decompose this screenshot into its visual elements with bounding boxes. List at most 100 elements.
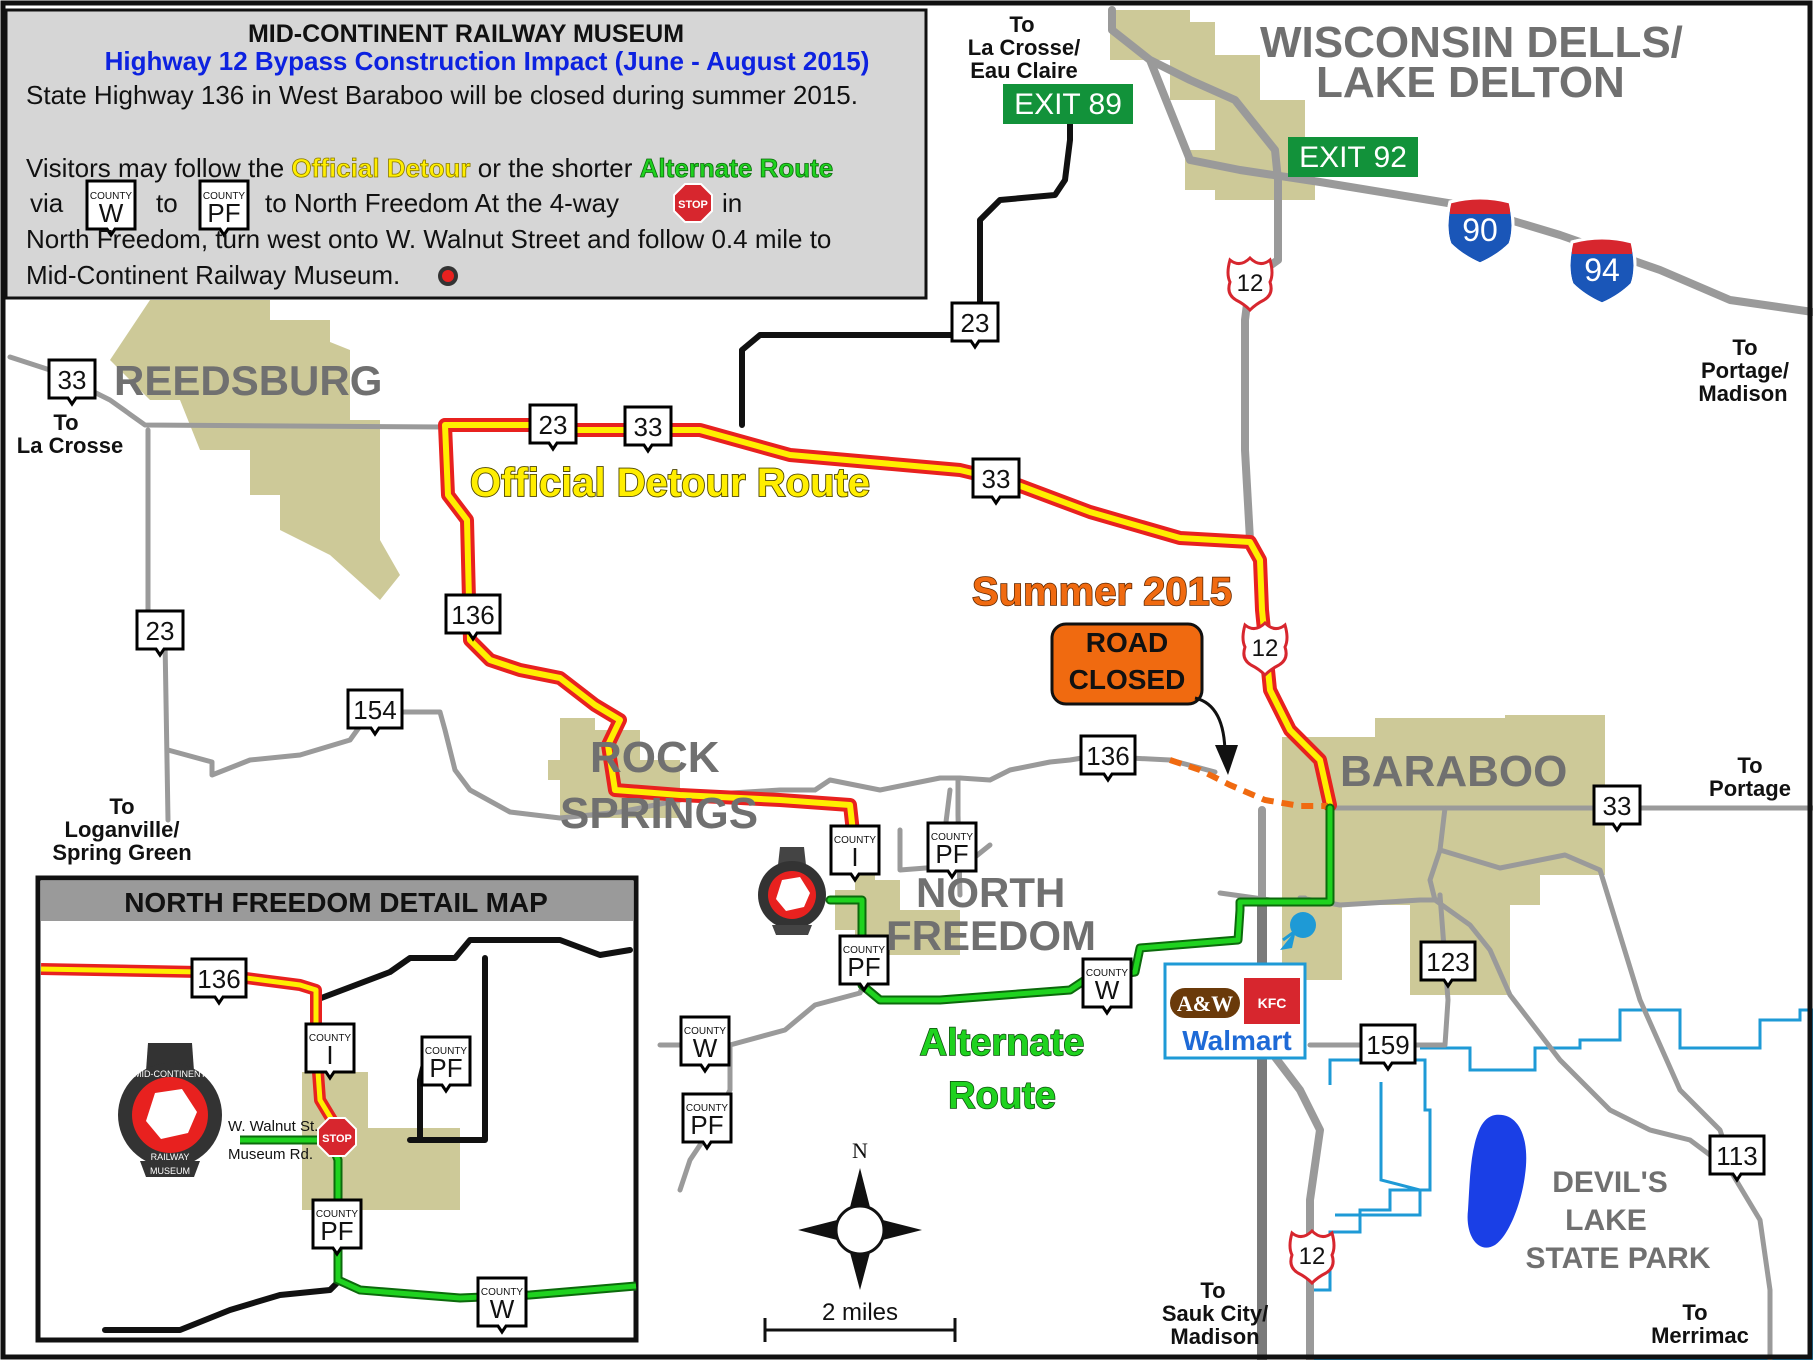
dir-sauk-2: Sauk City/ bbox=[1162, 1301, 1268, 1326]
county-i-inset: I bbox=[326, 1040, 333, 1070]
county-label-w-inset: COUNTY bbox=[481, 1287, 524, 1298]
road-closed-box bbox=[1050, 622, 1204, 706]
label-devils-3: STATE PARK bbox=[1526, 1242, 1711, 1275]
summer-2015-label: Summer 2015 bbox=[972, 570, 1232, 614]
wisconsin-dells-area bbox=[1110, 10, 1315, 200]
dir-portage-2: Portage bbox=[1709, 776, 1791, 801]
s136-label-west: 136 bbox=[1086, 741, 1129, 771]
info-via: via bbox=[30, 188, 64, 218]
dir-to-lacrosse-1: To bbox=[53, 410, 78, 435]
info-box-panel bbox=[4, 8, 928, 300]
info-in: in bbox=[722, 188, 742, 218]
dir-loganville-3: Spring Green bbox=[52, 840, 191, 865]
info-official-detour: Official Detour bbox=[291, 153, 470, 183]
road-closed-arrowhead bbox=[1215, 745, 1238, 775]
county-i: I bbox=[851, 842, 858, 872]
scale-label: 2 miles bbox=[822, 1299, 898, 1326]
info-line-5: Mid-Continent Railway Museum. bbox=[26, 260, 400, 290]
dir-sauk-3: Madison bbox=[1170, 1324, 1259, 1349]
info-to: to bbox=[156, 188, 178, 218]
county-label-pf-inset-s: COUNTY bbox=[316, 1209, 359, 1220]
county-label-i-inset: COUNTY bbox=[309, 1033, 352, 1044]
label-baraboo: BARABOO bbox=[1340, 747, 1567, 796]
s33-label-east: 33 bbox=[982, 464, 1011, 494]
s159-label: 159 bbox=[1366, 1030, 1409, 1060]
label-springs: SPRINGS bbox=[560, 789, 758, 838]
info-alternate-route: Alternate Route bbox=[640, 153, 834, 183]
label-devils-2: LAKE bbox=[1565, 1204, 1647, 1237]
s33-label-baraboo: 33 bbox=[1603, 791, 1632, 821]
i94-label: 94 bbox=[1584, 252, 1620, 288]
info-line-2-b: or the shorter bbox=[471, 153, 640, 183]
kfc-logo-block bbox=[1244, 978, 1300, 1024]
kfc-logo-text: KFC bbox=[1258, 995, 1287, 1011]
county-label-w-alt: COUNTY bbox=[1086, 968, 1129, 979]
info-line-4: North Freedom, turn west onto W. Walnut … bbox=[26, 224, 831, 254]
closed-label: CLOSED bbox=[1069, 664, 1186, 695]
aw-logo-oval bbox=[1170, 988, 1240, 1018]
label-freedom: FREEDOM bbox=[886, 912, 1096, 959]
info-stop-label: STOP bbox=[678, 199, 708, 211]
us12-label-mid: 12 bbox=[1252, 635, 1279, 662]
state-park-boundary-inner bbox=[1335, 1082, 1422, 1217]
exit-89-sign bbox=[1003, 84, 1133, 124]
s136-label-inset: 136 bbox=[197, 964, 240, 994]
s33-label-west: 33 bbox=[58, 365, 87, 395]
museum-logo-main bbox=[758, 847, 826, 935]
road-label: ROAD bbox=[1086, 627, 1168, 658]
i90-label: 90 bbox=[1462, 212, 1498, 248]
dir-sauk-1: To bbox=[1200, 1278, 1225, 1303]
info-line-1: State Highway 136 in West Baraboo will b… bbox=[26, 80, 858, 110]
info-to-north-freedom: to North Freedom At the 4-way bbox=[265, 188, 619, 218]
dir-portage-1: To bbox=[1737, 753, 1762, 778]
dir-portage-madison-2: Portage/ bbox=[1701, 358, 1789, 383]
s23-label-detour: 23 bbox=[539, 410, 568, 440]
dir-portage-madison-3: Madison bbox=[1698, 381, 1787, 406]
info-title: MID-CONTINENT RAILWAY MUSEUM bbox=[248, 20, 684, 48]
inset-stop-label: STOP bbox=[322, 1133, 352, 1145]
county-pf-alt: PF bbox=[847, 952, 880, 982]
s123-label: 123 bbox=[1426, 947, 1469, 977]
dir-lacrosse-eau-1: To bbox=[1009, 12, 1034, 37]
county-label-info-pf: COUNTY bbox=[203, 191, 246, 202]
reedsburg-area bbox=[110, 300, 400, 600]
museum-logo-base: MUSEUM bbox=[150, 1166, 190, 1176]
dir-merrimac-1: To bbox=[1682, 1300, 1707, 1325]
county-pf-nf: PF bbox=[935, 839, 968, 869]
closed-road-segment bbox=[1169, 757, 1328, 809]
county-label-pf-nf: COUNTY bbox=[931, 832, 974, 843]
us12-label-north: 12 bbox=[1237, 270, 1264, 297]
label-wisconsin-dells-2: LAKE DELTON bbox=[1316, 58, 1625, 107]
alternate-label-1: Alternate bbox=[920, 1022, 1085, 1064]
aw-logo-text: A&W bbox=[1177, 991, 1233, 1016]
label-north: NORTH bbox=[916, 869, 1065, 916]
walmart-pointer bbox=[1282, 930, 1295, 942]
exit-89-label: EXIT 89 bbox=[1014, 88, 1122, 121]
alternate-label-2: Route bbox=[948, 1075, 1056, 1117]
county-roads-black bbox=[739, 102, 1073, 428]
dir-lacrosse-eau-3: Eau Claire bbox=[970, 58, 1078, 83]
s113-label: 113 bbox=[1716, 1141, 1757, 1171]
s154-label: 154 bbox=[353, 695, 396, 725]
county-label-i: COUNTY bbox=[834, 835, 877, 846]
dir-loganville-2: Loganville/ bbox=[65, 817, 180, 842]
exit-92-label: EXIT 92 bbox=[1299, 141, 1407, 174]
scale-bar bbox=[763, 1318, 957, 1342]
north-arrow-compass bbox=[798, 1168, 922, 1290]
label-wisconsin-dells-1: WISCONSIN DELLS/ bbox=[1260, 18, 1683, 67]
inset-museum-rd-label: Museum Rd. bbox=[228, 1146, 313, 1163]
s136-label-detour: 136 bbox=[451, 600, 494, 630]
county-w-west: W bbox=[693, 1033, 718, 1063]
county-pf-south: PF bbox=[690, 1110, 723, 1140]
s33-label-detour: 33 bbox=[634, 412, 663, 442]
county-w-info: W bbox=[99, 198, 124, 228]
s23-label-south: 23 bbox=[146, 616, 175, 646]
walmart-location-dot bbox=[1290, 912, 1316, 938]
county-pf-info: PF bbox=[207, 198, 240, 228]
dir-merrimac-2: Merrimac bbox=[1651, 1323, 1749, 1348]
dir-loganville-1: To bbox=[109, 794, 134, 819]
north-label: N bbox=[852, 1138, 868, 1163]
